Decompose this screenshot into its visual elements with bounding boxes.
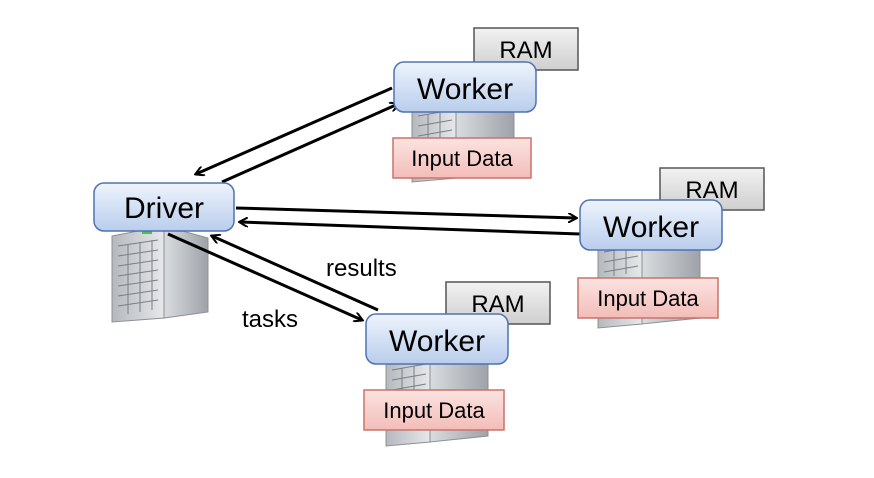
arrows bbox=[167, 86, 581, 320]
worker-label: Worker bbox=[389, 325, 485, 358]
worker-node: RAM Worker Input Data bbox=[363, 281, 551, 431]
driver-server-icon bbox=[111, 225, 209, 323]
ram-label: RAM bbox=[499, 37, 552, 64]
input-data-box bbox=[577, 277, 719, 319]
tasks-label: tasks bbox=[242, 306, 298, 333]
input-data-label: Input Data bbox=[411, 146, 513, 171]
worker-label: Worker bbox=[603, 211, 699, 244]
arrow-driver-to-worker3 bbox=[167, 232, 362, 320]
arrow-worker1-to-driver bbox=[196, 86, 393, 174]
arrow-driver-to-worker1 bbox=[221, 104, 398, 184]
input-data-label: Input Data bbox=[383, 398, 485, 423]
input-data-label: Input Data bbox=[597, 286, 699, 311]
results-label: results bbox=[326, 255, 397, 282]
worker-label: Worker bbox=[417, 73, 513, 106]
driver-label: Driver bbox=[124, 192, 204, 225]
input-data-box bbox=[392, 137, 532, 179]
arrow-worker2-to-driver bbox=[240, 222, 581, 236]
input-data-box bbox=[363, 389, 505, 431]
arrow-driver-to-worker2 bbox=[235, 206, 576, 218]
worker-node: RAM Worker Input Data bbox=[392, 27, 579, 179]
worker-node: RAM Worker Input Data bbox=[577, 167, 765, 319]
arrow-worker3-to-driver bbox=[212, 236, 379, 312]
driver-node: Driver bbox=[93, 182, 235, 232]
